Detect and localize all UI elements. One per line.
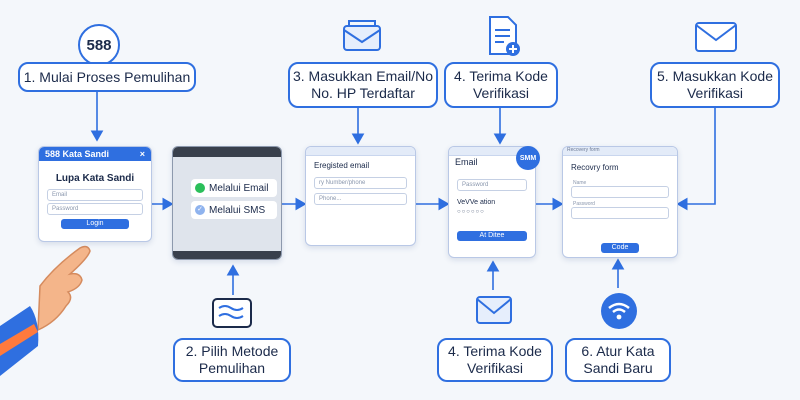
- step-3-text-2: No. HP Terdaftar: [311, 85, 415, 101]
- step-6-text-2: Sandi Baru: [583, 360, 653, 376]
- arrow-s5-screen5: [676, 108, 716, 211]
- screen-registered-header: [306, 147, 415, 156]
- sms-badge: SMM: [516, 146, 540, 170]
- code-digits: ○○○○○○: [457, 209, 485, 215]
- step-2-label: 2. Pilih Metode Pemulihan: [173, 338, 291, 382]
- phone-number-input[interactable]: ry Number/phone: [314, 177, 407, 189]
- login-button[interactable]: Login: [61, 219, 129, 229]
- phone-nav-bar: [173, 251, 281, 259]
- name-label: Name: [573, 180, 587, 186]
- code-button[interactable]: Code: [601, 243, 639, 253]
- step-4-bottom-text-1: 4. Terima Kode: [448, 343, 542, 359]
- screen-login-header: 588 Kata Sandi ×: [39, 147, 151, 161]
- step-5-text-2: Verifikasi: [686, 85, 744, 101]
- phone-select[interactable]: Phone...: [314, 193, 407, 205]
- pointing-hand-illustration: [0, 245, 91, 376]
- message-waves-icon: [212, 298, 252, 328]
- option-sms-text: Melalui SMS: [209, 204, 266, 216]
- step-1-label: 1. Mulai Proses Pemulihan: [18, 62, 196, 92]
- new-password-input[interactable]: [571, 207, 669, 219]
- arrow-lines: [90, 92, 716, 295]
- step-1-text: 1. Mulai Proses Pemulihan: [23, 68, 191, 85]
- screen-verification-title: Email: [455, 157, 478, 167]
- step-6-text-1: 6. Atur Kata: [581, 343, 655, 359]
- screen-verification-code: Email Password VeVVe ation ○○○○○○ At Dit…: [448, 146, 536, 258]
- step-5-text-1: 5. Masukkan Kode: [657, 68, 773, 84]
- close-icon[interactable]: ×: [139, 149, 145, 159]
- step-4-top-text-2: Verifikasi: [472, 85, 530, 101]
- screen-method-select: Melalui Email ✓ Melalui SMS: [172, 146, 282, 260]
- mail-icon: [476, 296, 512, 324]
- step-4-bottom-text-2: Verifikasi: [466, 360, 524, 376]
- password-input[interactable]: Password: [47, 203, 143, 215]
- option-email-text: Melalui Email: [209, 182, 269, 194]
- screen-recovery-header: Recovery form: [563, 147, 677, 156]
- option-sms[interactable]: ✓ Melalui SMS: [191, 201, 277, 219]
- brand-badge: 588: [78, 24, 120, 66]
- email-input[interactable]: Email: [47, 189, 143, 201]
- submit-code-button[interactable]: At Ditee: [457, 231, 527, 241]
- step-4-top-label: 4. Terima Kode Verifikasi: [444, 62, 558, 108]
- step-3-text-1: 3. Masukkan Email/No: [292, 68, 434, 84]
- step-4-top-text-1: 4. Terima Kode: [454, 68, 548, 84]
- screen-verification-header: [449, 147, 535, 156]
- screen-login-header-text: 588 Kata Sandi: [45, 149, 110, 159]
- document-add-icon: [489, 16, 520, 56]
- step-2-text-1: 2. Pilih Metode: [185, 343, 279, 359]
- wifi-icon: [601, 293, 637, 329]
- step-6-label: 6. Atur Kata Sandi Baru: [565, 338, 671, 382]
- green-dot-icon: [195, 183, 205, 193]
- screen-login-title: Lupa Kata Sandi: [55, 173, 135, 184]
- step-4-bottom-label: 4. Terima Kode Verifikasi: [437, 338, 553, 382]
- step-5-label: 5. Masukkan Kode Verifikasi: [650, 62, 780, 108]
- screen-recovery-form: Recovery form Recovry form Name Password…: [562, 146, 678, 258]
- envelope-open-icon: [343, 20, 381, 51]
- code-password-input[interactable]: Password: [457, 179, 527, 191]
- envelope-icon: [695, 22, 737, 52]
- step-3-label: 3. Masukkan Email/No No. HP Terdaftar: [288, 62, 438, 108]
- name-input[interactable]: [571, 186, 669, 198]
- phone-status-bar: [173, 147, 281, 157]
- screen-registered-email: Eregisted email ry Number/phone Phone...: [305, 146, 416, 246]
- screen-registered-title: Eregisted email: [314, 161, 370, 170]
- check-icon: ✓: [195, 205, 205, 215]
- screen-recovery-title: Recovry form: [571, 163, 619, 172]
- new-password-label: Password: [573, 201, 595, 207]
- option-email[interactable]: Melalui Email: [191, 179, 277, 197]
- verification-code-text: VeVVe ation: [457, 199, 496, 206]
- step-2-text-2: Pemulihan: [198, 360, 266, 376]
- screen-login: 588 Kata Sandi × Lupa Kata Sandi Email P…: [38, 146, 152, 242]
